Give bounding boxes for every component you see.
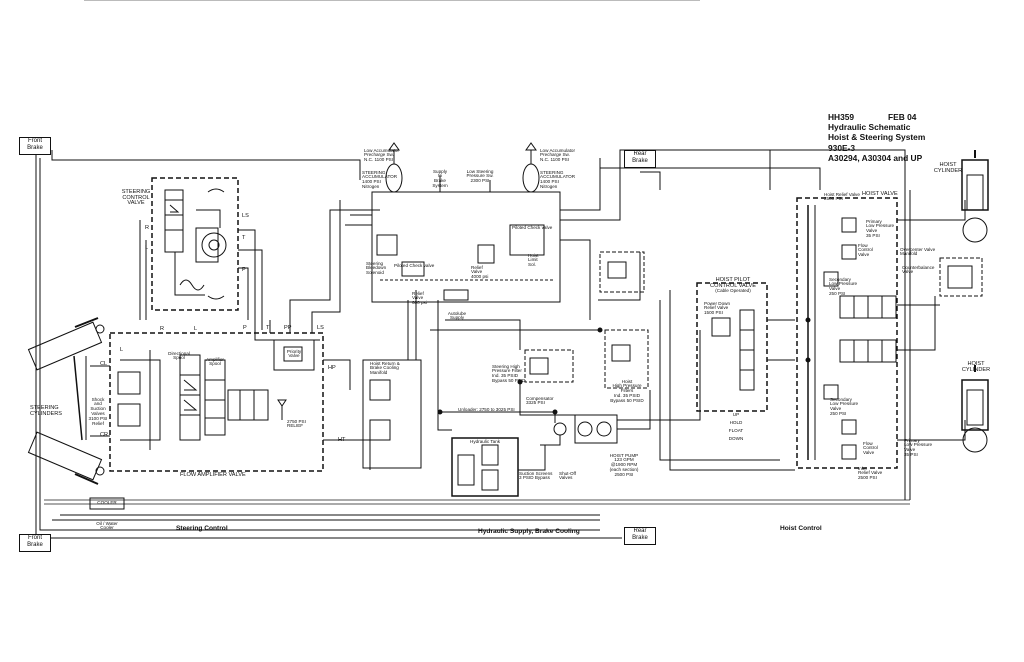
fav-port-ht: HT: [338, 437, 346, 443]
doc-title: Hydraulic Schematic: [828, 122, 911, 132]
section-hoist-control: Hoist Control: [780, 525, 822, 532]
position-float: FLOAT: [728, 428, 744, 433]
scv-port-p: P: [242, 267, 246, 273]
scv-port-ls: LS: [242, 213, 249, 219]
scv-port-r: R: [145, 225, 150, 231]
hoist-valve-label: HOIST VALVE: [862, 191, 898, 197]
doc-model: 930E-3: [828, 143, 856, 153]
port-cr: CR: [100, 432, 109, 438]
section-hydraulic-supply: Hydraulic Supply, Brake Cooling: [478, 528, 580, 535]
doc-number: HH359: [828, 112, 855, 122]
fav-port-hp: HP: [328, 365, 336, 371]
scv-port-l: L: [145, 245, 149, 251]
position-hold: HOLD: [729, 420, 743, 425]
doc-subtitle: Hoist & Steering System: [828, 132, 926, 142]
hydraulic-tank-label: Hydraulic Tank: [470, 439, 501, 444]
steering-cylinders: [27, 317, 110, 485]
fav-port-l: L: [194, 326, 198, 332]
flow-amplifier-valve-label: FLOW AMPLIFIER VALVE: [180, 472, 246, 478]
fav-port-p: P: [243, 325, 247, 331]
port-cl: CL: [100, 361, 108, 367]
section-steering-control: Steering Control: [176, 525, 228, 532]
piloted-check-valve-top: Piloted Check valve: [512, 225, 553, 230]
unloader-label: Unloader: 2750 to 3025 PSI: [458, 407, 515, 412]
position-up: UP: [732, 412, 740, 417]
doc-serials: A30294, A30304 and UP: [828, 153, 923, 163]
scv-port-t: T: [242, 235, 246, 241]
cooler-label: COOLER: [97, 500, 117, 505]
fav-port-t: T: [266, 325, 270, 331]
fav-port-l-left: L: [120, 347, 124, 353]
fav-port-pp: PP: [284, 325, 292, 331]
fav-port-ls: LS: [317, 325, 324, 331]
doc-date: FEB 04: [888, 112, 917, 122]
hoist-cylinders: [961, 150, 989, 453]
fav-port-r: R: [160, 326, 165, 332]
position-down: DOWN: [728, 436, 744, 441]
piloted-check-valve-bottom: Piloted Check valve: [394, 263, 435, 268]
